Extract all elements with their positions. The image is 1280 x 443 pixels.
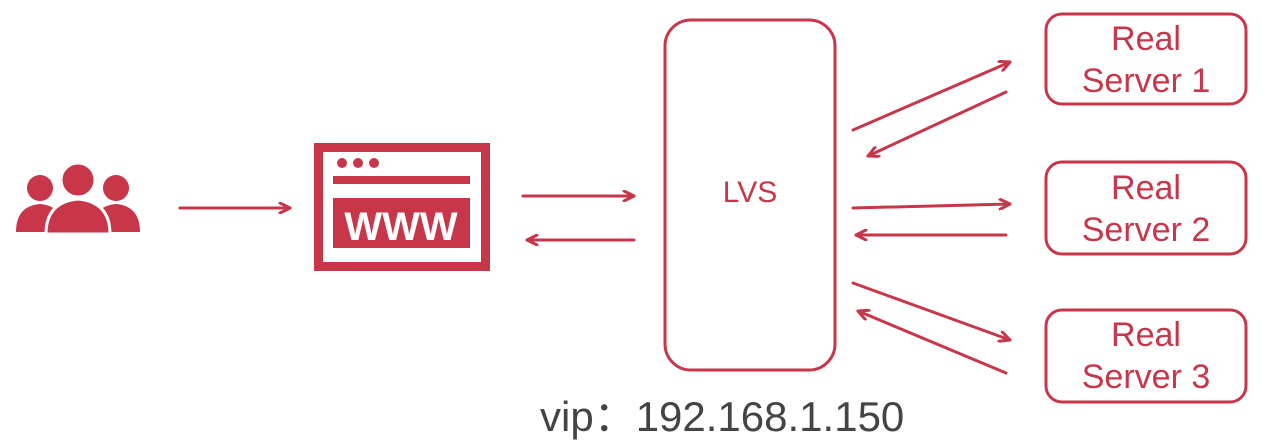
real-server-3-label: Real Server 3 [1046, 314, 1246, 398]
real-server-2-line1: Real [1111, 169, 1181, 207]
real-server-1-box [1044, 12, 1248, 106]
real-server-3-line2: Server 3 [1081, 358, 1211, 396]
real-server-1-label: Real Server 1 [1046, 18, 1246, 102]
vip-label: vip：192.168.1.150 [540, 393, 905, 440]
arrow-server-1-to-lvs [866, 90, 1008, 156]
real-server-1-line1: Real [1111, 20, 1181, 58]
arrow-lvs-to-server-3 [851, 281, 1012, 340]
lvs-box [663, 18, 837, 372]
lvs-label: LVS [722, 176, 778, 209]
www-text: WWW [344, 205, 458, 249]
www-browser-icon: WWW [314, 143, 490, 271]
arrow-lvs-to-server-1 [851, 62, 1012, 132]
real-server-3-box [1044, 308, 1248, 404]
real-server-3-line1: Real [1111, 316, 1181, 354]
users-group-icon [16, 161, 140, 236]
arrow-server-3-to-lvs [856, 311, 1008, 375]
arrow-lvs-to-server-2 [851, 204, 1012, 208]
real-server-1-line2: Server 1 [1081, 62, 1211, 100]
real-server-2-label: Real Server 2 [1046, 167, 1246, 251]
real-server-2-line2: Server 2 [1081, 211, 1211, 249]
real-server-2-box [1044, 160, 1248, 256]
